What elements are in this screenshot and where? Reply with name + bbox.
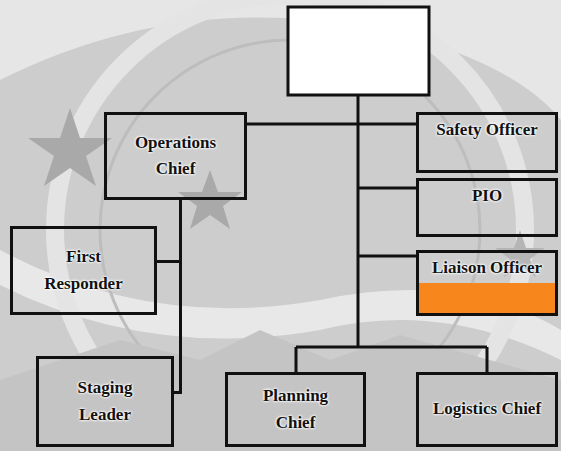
branch-line bbox=[358, 187, 416, 190]
connector bbox=[174, 200, 181, 392]
org-box: Planning Chief bbox=[225, 372, 366, 447]
org-box: Liaison Officer bbox=[416, 250, 558, 316]
branch-line bbox=[247, 123, 416, 126]
org-box: Logistics Chief bbox=[416, 372, 558, 447]
map-shape bbox=[0, 330, 561, 451]
star bbox=[28, 108, 112, 186]
box-label: First Responder bbox=[29, 244, 139, 297]
highlight-fill bbox=[419, 283, 555, 313]
commander-box bbox=[288, 7, 429, 95]
connector bbox=[157, 200, 181, 262]
org-box: First Responder bbox=[10, 226, 157, 315]
box-label: Operations Chief bbox=[121, 130, 231, 183]
box-label: Safety Officer bbox=[436, 117, 537, 143]
org-box: Staging Leader bbox=[36, 356, 174, 447]
box-label: Staging Leader bbox=[55, 375, 155, 428]
box-label: Liaison Officer bbox=[432, 255, 542, 281]
branch-line bbox=[358, 255, 416, 258]
org-box: PIO bbox=[416, 178, 558, 237]
trunk-line bbox=[357, 95, 360, 347]
branch-line bbox=[295, 347, 298, 372]
box-label: PIO bbox=[472, 183, 502, 209]
branch-line bbox=[296, 346, 487, 349]
org-box: Operations Chief bbox=[104, 112, 247, 200]
box-label: Logistics Chief bbox=[433, 396, 541, 422]
org-box: Safety Officer bbox=[416, 112, 558, 173]
box-label: Planning Chief bbox=[246, 383, 346, 436]
branch-line bbox=[486, 347, 489, 372]
